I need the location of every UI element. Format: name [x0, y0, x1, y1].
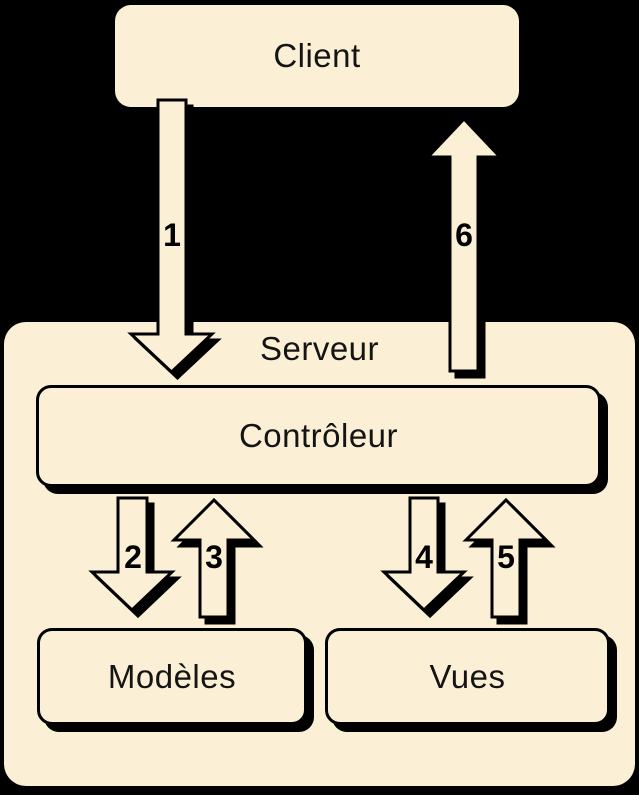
- controller-label: Contrôleur: [238, 417, 399, 454]
- models-label: Modèles: [107, 657, 237, 695]
- client-label: Client: [273, 37, 361, 74]
- models-box: Modèles: [37, 628, 307, 725]
- arrow-4-label: 4: [415, 539, 433, 575]
- server-label: Serveur: [259, 330, 380, 367]
- controller-box: Contrôleur: [36, 385, 601, 487]
- arrow-6-label: 6: [455, 217, 473, 253]
- views-label: Vues: [429, 657, 506, 695]
- arrow-2-label: 2: [124, 539, 142, 575]
- server-box: Serveur Contrôleur Modèles Vues: [4, 322, 635, 786]
- views-box: Vues: [325, 628, 610, 725]
- arrow-1-label: 1: [163, 217, 181, 253]
- arrow-3-label: 3: [205, 539, 223, 575]
- client-box: Client: [115, 5, 519, 107]
- arrow-5-label: 5: [497, 539, 515, 575]
